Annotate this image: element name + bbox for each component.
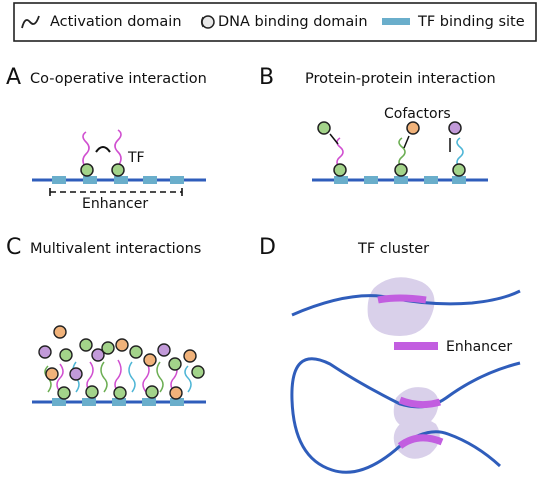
activation-domain-icon [21,15,40,29]
tf-b3-activation-domain [456,137,464,169]
panel-d-title: TF cluster [357,241,429,257]
panel-a-enhancer-label: Enhancer [82,196,148,212]
panel-a-letter: A [6,65,21,90]
panel-b-title: Protein-protein interaction [305,71,496,87]
tf-a2-activation-domain [114,129,122,167]
panel-c-letter: C [6,235,21,260]
enhancer-lower-1 [398,396,442,409]
panel-c-binding-sites [52,398,184,406]
cofactor-purple [448,121,462,135]
panel-d-enhancer-label: Enhancer [446,339,512,355]
cofactor-arrow-icon [403,135,410,149]
panel-b-binding-sites [334,176,466,184]
tf-cluster-top [367,277,435,336]
enhancer-legend-icon [394,342,438,350]
tf-a1-activation-domain [82,131,90,169]
tf-b2-binding-domain [394,163,408,177]
panel-c: C Multivalent interactions [6,235,206,406]
tf-a1-binding-domain [80,163,94,177]
panel-a-tf-label: TF [127,150,145,166]
interaction-arrow-icon [95,146,111,153]
dna-binding-domain-icon [200,15,215,29]
enhancer-lower-2 [397,434,444,449]
tf-b2-activation-domain [398,137,406,169]
panel-d: D TF cluster Enhancer [259,235,521,474]
panel-d-letter: D [259,235,276,260]
enhancer-top [377,294,427,304]
tf-binding-site-icon [382,18,410,25]
tf-b1-free-domain [317,121,331,135]
legend-dna-binding-label: DNA binding domain [218,14,368,30]
tf-b1-binding-domain [333,163,347,177]
legend-box [13,2,537,42]
panel-b-cofactors-label: Cofactors [384,106,451,122]
legend: Activation domain DNA binding domain TF … [13,2,537,42]
tf-b3-binding-domain [452,163,466,177]
legend-tf-site-label: TF binding site [417,14,525,30]
panel-c-tfs [38,325,205,400]
panel-b: B Protein-protein interaction Cofactors [259,65,496,184]
panel-a-binding-sites [52,176,184,184]
panel-a: A Co-operative interaction TF Enhancer [6,65,207,212]
cofactor-orange [406,121,420,135]
panel-c-title: Multivalent interactions [30,241,201,257]
binding-arrow-icon [329,133,339,145]
enhancer-bracket [49,188,183,196]
legend-activation-label: Activation domain [50,14,182,30]
tf-a2-binding-domain [111,163,125,177]
panel-b-letter: B [259,65,274,90]
panel-a-title: Co-operative interaction [30,71,207,87]
